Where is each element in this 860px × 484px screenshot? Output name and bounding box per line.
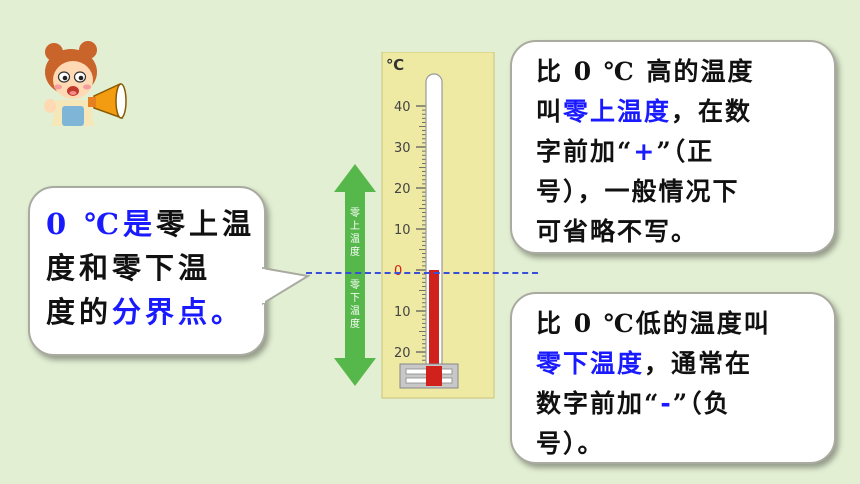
tick-label: 0 (394, 264, 402, 279)
arrow-label-char: 下 (350, 293, 360, 304)
bubble-tr-line-1: 比 0 ℃ 高的温度 (536, 57, 755, 86)
double-arrow-icon (334, 164, 376, 386)
arrow-label-char: 度 (350, 317, 360, 330)
bubble-br-line-2: 零下温度，通常在 (536, 349, 753, 378)
arrow-label-char: 度 (350, 245, 360, 258)
arrow-label-char: 零 (350, 279, 360, 291)
arrow-label-below: 零下温度 (350, 279, 360, 330)
bubble-tr-line-5: 可省略不写。 (536, 217, 699, 246)
speech-bubble-left: 0 ℃是零上温 度和零下温 度的分界点。 (28, 186, 266, 356)
thermometer-scale: 40 30 20 10 0 10 20 (394, 100, 426, 369)
girl-with-megaphone-icon (44, 41, 127, 126)
tick-label: 20 (394, 182, 411, 197)
tick-label: 10 (394, 223, 411, 238)
bubble-left-tail (262, 266, 311, 306)
arrow-label-above: 零上温度 (350, 207, 360, 258)
bubble-left-line-1: 0 ℃是零上温 (46, 207, 256, 241)
mercury-column (429, 270, 439, 368)
arrow-label-char: 零 (350, 207, 360, 219)
arrow-label-char: 温 (350, 233, 360, 245)
speech-bubble-top-right: 比 0 ℃ 高的温度 叫零上温度，在数 字前加“+”（正 号），一般情况下 可省… (510, 40, 836, 254)
arrow-label-char: 上 (350, 220, 360, 232)
bubble-br-line-4: 号）。 (536, 429, 605, 458)
bubble-tr-line-2: 叫零上温度，在数 (536, 97, 753, 126)
tick-label: 20 (394, 346, 411, 361)
thermometer-unit: ℃ (386, 56, 404, 74)
tick-label: 40 (394, 100, 411, 115)
bubble-left-line-3: 度的分界点。 (46, 295, 245, 329)
zero-dashed-line (306, 272, 538, 274)
bubble-br-line-1: 比 0 ℃低的温度叫 (536, 309, 771, 338)
tick-label: 30 (394, 141, 411, 156)
bubble-left-line-2: 度和零下温 (46, 251, 212, 285)
speech-bubble-bottom-right: 比 0 ℃低的温度叫 零下温度，通常在 数字前加“-”（负 号）。 (510, 292, 836, 464)
bubble-tr-line-3: 字前加“+”（正 (536, 137, 715, 166)
bubble-tr-line-4: 号），一般情况下 (536, 177, 740, 206)
tick-label: 10 (394, 305, 411, 320)
arrow-label-char: 温 (350, 305, 360, 317)
bubble-br-line-3: 数字前加“-”（负 (536, 389, 731, 418)
